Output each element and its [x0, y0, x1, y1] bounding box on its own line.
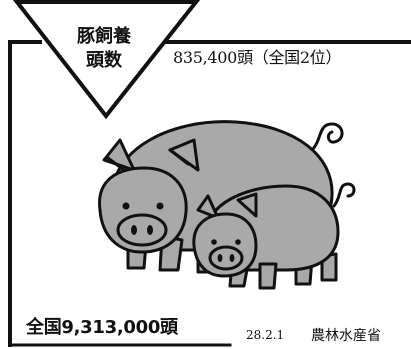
title-line-2: 頭数 [86, 50, 122, 71]
frame-lines [8, 40, 411, 347]
source-organization: 農林水産省 [311, 328, 381, 344]
triangle-banner [12, 0, 201, 120]
national-pig-count: 全国9,313,000頭 [26, 317, 178, 338]
pig-icon [192, 182, 356, 290]
prefecture-pig-count: 835,400頭（全国2位） [173, 48, 342, 67]
source-date: 28.2.1 [246, 328, 285, 342]
title-line-1: 豚飼養 [77, 26, 131, 47]
frame-left-line [8, 40, 42, 347]
